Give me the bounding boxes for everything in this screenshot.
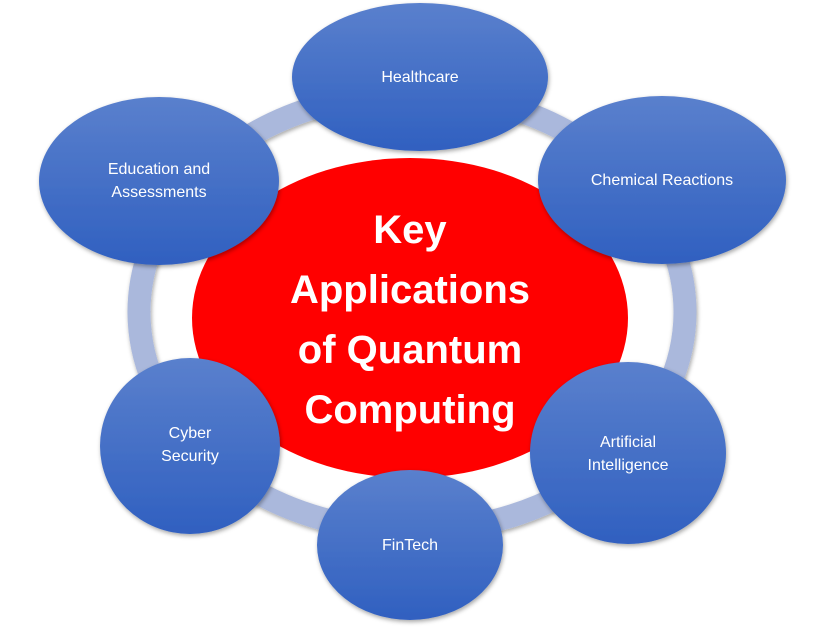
node-cyber-security-shape <box>100 358 280 534</box>
node-education-assessments-shape <box>39 97 279 265</box>
center-title-line-3: of Quantum <box>297 328 523 372</box>
node-education-assessments-label: Education and Assessments <box>107 161 211 201</box>
node-chemical-reactions-label: Chemical Reactions <box>590 171 734 189</box>
node-artificial-intelligence-label: Artificial Intelligence <box>587 434 669 474</box>
node-artificial-intelligence-shape <box>530 362 726 544</box>
node-healthcare-label: Healthcare <box>381 68 459 86</box>
node-chemical-reactions-shape <box>538 96 786 264</box>
node-healthcare-shape <box>292 3 548 151</box>
center-title: Key Applications of Quantum Computing <box>260 200 560 440</box>
node-fintech-label: FinTech <box>381 536 439 554</box>
center-hub-shape <box>192 158 628 478</box>
node-fintech-shape <box>317 470 503 620</box>
node-cyber-security-label: Cyber Security <box>161 425 219 465</box>
center-title-line-4: Computing <box>304 388 516 432</box>
center-title-line-1: Key <box>373 208 447 252</box>
center-title-line-2: Applications <box>289 268 531 312</box>
